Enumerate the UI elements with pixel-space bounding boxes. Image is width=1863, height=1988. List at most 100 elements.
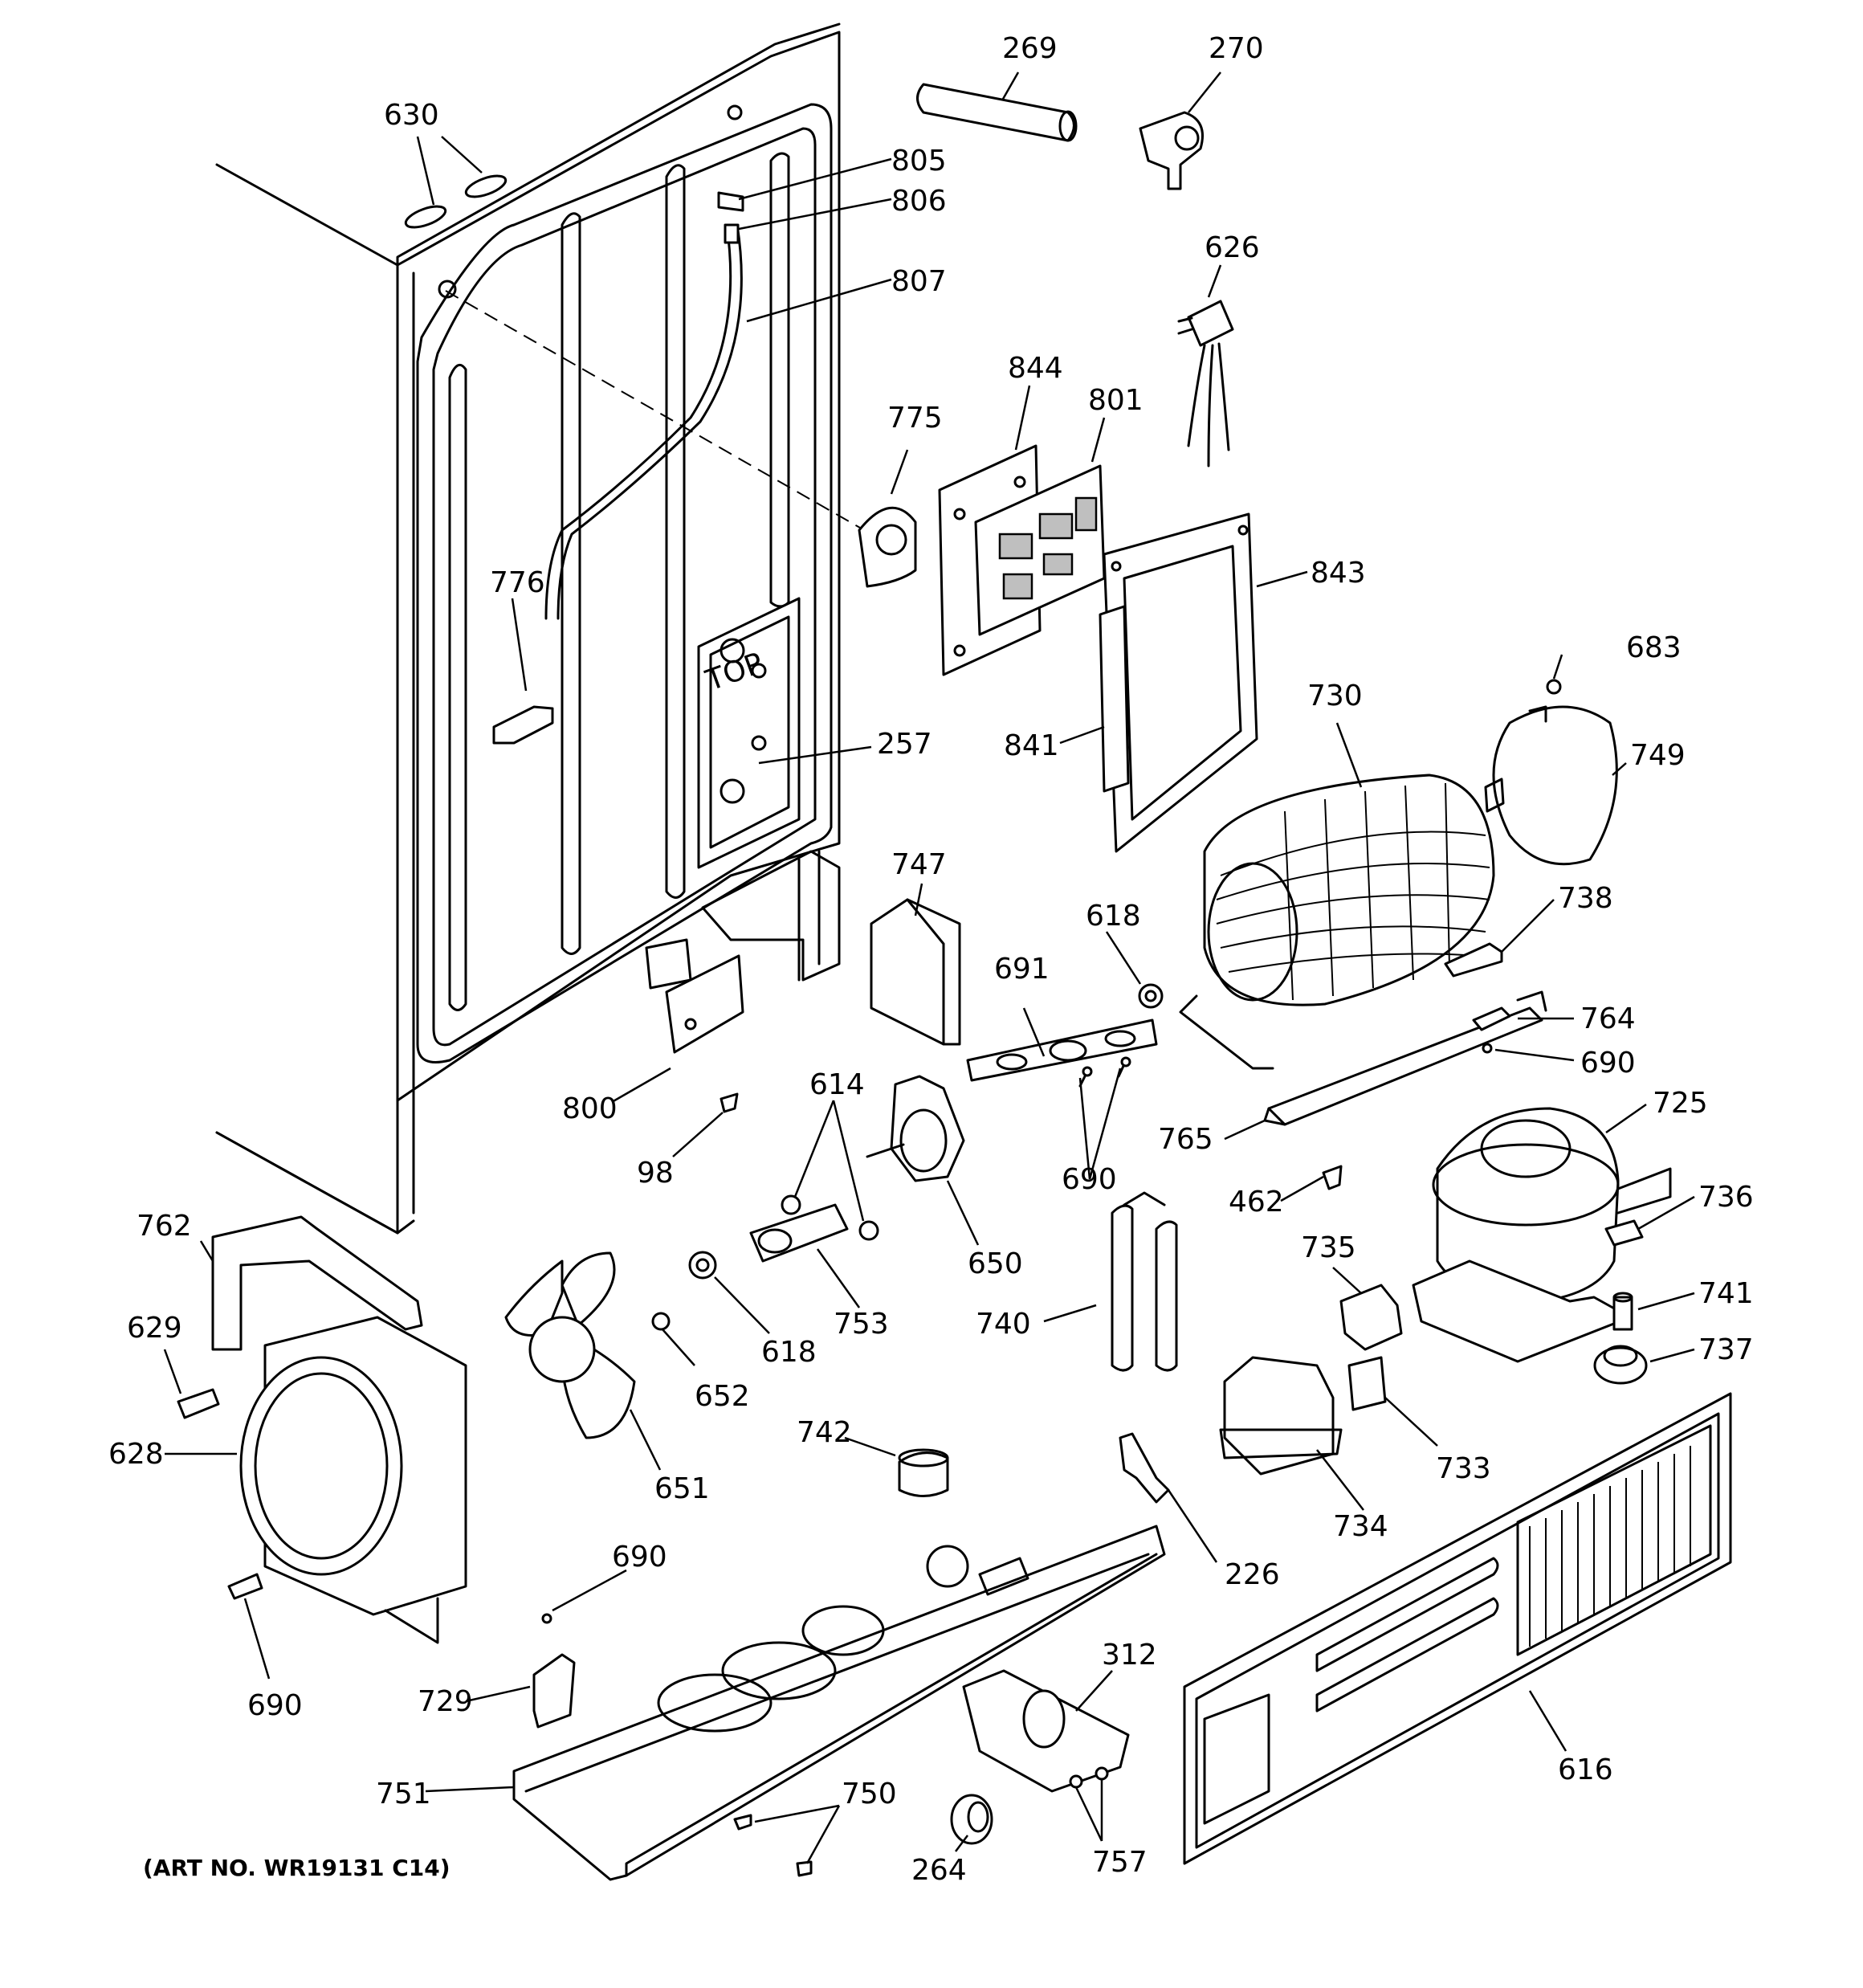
callout-651: 651	[654, 1472, 710, 1505]
callout-753: 753	[834, 1308, 889, 1341]
callout-257: 257	[877, 728, 932, 761]
callout-725: 725	[1653, 1087, 1708, 1120]
screw-690-tray	[541, 1613, 552, 1624]
callout-807: 807	[891, 265, 947, 298]
cabinet-back-panel: TOP	[215, 22, 872, 1235]
callout-737: 737	[1698, 1333, 1754, 1366]
callout-775: 775	[887, 402, 943, 435]
roller-bracket-312	[962, 1669, 1130, 1793]
callout-762: 762	[137, 1210, 192, 1243]
cover-734	[1219, 1356, 1343, 1476]
callout-618b: 618	[761, 1336, 817, 1369]
compressor-725	[1412, 1107, 1672, 1363]
callout-735: 735	[1301, 1231, 1356, 1264]
callout-757: 757	[1092, 1846, 1148, 1879]
callout-733: 733	[1436, 1452, 1491, 1485]
relay-800	[645, 938, 744, 1054]
callout-616: 616	[1558, 1753, 1613, 1786]
callout-462: 462	[1229, 1186, 1284, 1219]
screw-98	[720, 1092, 739, 1113]
fan-blade-651	[504, 1251, 636, 1439]
callout-729: 729	[418, 1685, 473, 1718]
callout-labels: 269 270 630 805 806 807 626 844 801 775 …	[108, 32, 1754, 1887]
callout-690b: 690	[1062, 1163, 1117, 1196]
bracket-764	[1472, 1006, 1511, 1031]
clip-226	[1119, 1432, 1170, 1504]
callout-776: 776	[490, 566, 545, 599]
callout-269: 269	[1002, 32, 1058, 65]
callout-730: 730	[1307, 680, 1363, 712]
duct-762	[211, 1215, 423, 1351]
leader-lines	[163, 71, 1695, 1864]
callout-264: 264	[911, 1854, 967, 1887]
callout-749: 749	[1630, 739, 1686, 772]
callout-650: 650	[968, 1247, 1023, 1280]
callout-806: 806	[891, 185, 947, 218]
clip-736	[1604, 1219, 1644, 1247]
insulation-841	[1099, 605, 1130, 793]
screw-690-left	[227, 1573, 263, 1600]
screw-629	[177, 1388, 220, 1419]
callout-764: 764	[1580, 1002, 1636, 1035]
callout-630: 630	[384, 99, 439, 132]
callout-747: 747	[891, 848, 947, 881]
callout-628: 628	[108, 1438, 164, 1471]
fitting-270	[1139, 111, 1204, 190]
access-cover-616	[1183, 1392, 1732, 1865]
callout-736: 736	[1698, 1181, 1754, 1214]
callout-312: 312	[1102, 1639, 1157, 1672]
callout-618a: 618	[1086, 900, 1141, 933]
condenser-730	[1179, 774, 1495, 1070]
overload-733	[1347, 1356, 1387, 1411]
nut-652	[651, 1312, 671, 1331]
callout-629: 629	[127, 1312, 182, 1345]
callout-226: 226	[1225, 1558, 1280, 1591]
bumper-742	[898, 1448, 949, 1497]
grommet-741	[1612, 1292, 1633, 1331]
capacitor-729	[532, 1653, 576, 1729]
callout-751: 751	[376, 1778, 431, 1810]
callout-690a: 690	[1580, 1047, 1636, 1080]
grommet-618-lower	[688, 1251, 717, 1280]
callout-843: 843	[1311, 557, 1366, 590]
screw-690-upper	[1482, 1043, 1493, 1054]
callout-800: 800	[562, 1092, 618, 1125]
callout-805: 805	[891, 145, 947, 178]
grommet-614-b	[858, 1220, 879, 1241]
callout-750: 750	[842, 1778, 897, 1810]
control-board-801	[974, 464, 1106, 636]
callout-734: 734	[1333, 1510, 1388, 1543]
callout-652: 652	[695, 1380, 750, 1413]
grommet-737	[1593, 1345, 1648, 1385]
callout-841: 841	[1004, 729, 1059, 762]
bracket-753	[749, 1203, 849, 1263]
relay-735	[1339, 1284, 1403, 1351]
insulation-block-747	[870, 898, 961, 1046]
callout-741: 741	[1698, 1277, 1754, 1310]
callout-690c: 690	[612, 1541, 667, 1574]
callout-626: 626	[1205, 231, 1260, 264]
callout-738: 738	[1558, 882, 1613, 915]
bracket-691	[966, 1018, 1158, 1082]
base-tray-751	[512, 1525, 1166, 1881]
screws-750	[733, 1814, 813, 1877]
callout-765: 765	[1158, 1123, 1213, 1156]
callout-270: 270	[1209, 32, 1264, 65]
callout-844: 844	[1008, 352, 1063, 385]
fan-shroud-628	[239, 1316, 467, 1644]
callout-98: 98	[637, 1157, 674, 1190]
callout-740: 740	[976, 1308, 1031, 1341]
screws-690-bracket	[1078, 1056, 1131, 1088]
callout-690d: 690	[247, 1689, 303, 1722]
grommet-618-upper	[1138, 983, 1164, 1009]
art-number: (ART NO. WR19131 C14)	[143, 1855, 450, 1881]
bracket-738	[1444, 942, 1503, 978]
shroud-749	[1484, 679, 1618, 866]
callout-614: 614	[809, 1068, 865, 1101]
drier-740	[1111, 1191, 1178, 1372]
grommet-614-a	[781, 1194, 801, 1215]
bracket-775	[858, 506, 917, 588]
callout-683: 683	[1626, 631, 1682, 664]
screw-462	[1322, 1165, 1343, 1190]
